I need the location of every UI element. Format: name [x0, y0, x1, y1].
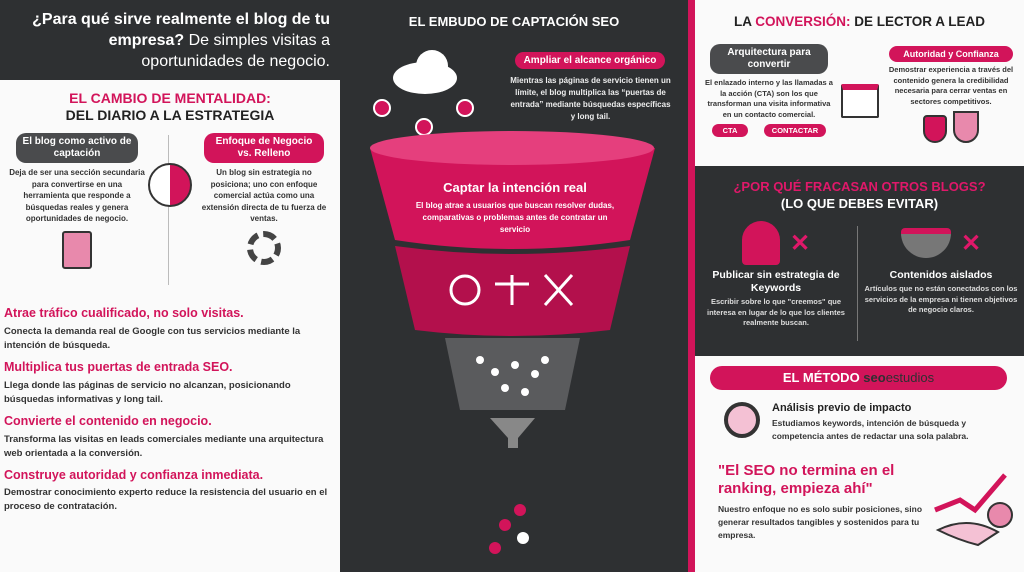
- benefit-item: Atrae tráfico cualificado, no solo visit…: [4, 306, 338, 353]
- quote: "El SEO no termina en el ranking, empiez…: [718, 462, 895, 497]
- benefit-text: Conecta la demanda real de Google con tu…: [4, 326, 301, 351]
- fail-line2: (LO QUE DEBES EVITAR): [780, 196, 939, 211]
- brain-icon: [148, 163, 192, 207]
- shield-check-icon: [923, 115, 947, 143]
- funnel-graphic: [370, 50, 655, 554]
- divider: [168, 135, 169, 285]
- fail-line1: ¿POR QUÉ FRACASAN OTROS BLOGS?: [733, 179, 986, 194]
- card-asset: El blog como activo de captación Deja de…: [8, 133, 146, 269]
- lead-dots: [489, 504, 529, 554]
- title-question: ¿Para qué sirve realmente el blog de tu …: [32, 11, 330, 49]
- analysis-row: Análisis previo de impacto Estudiamos ke…: [724, 402, 1014, 443]
- reach-text: Mientras las páginas de servicio tienen …: [510, 76, 671, 121]
- fail-item: ✕ Publicar sin estrategia de Keywords Es…: [699, 220, 853, 329]
- benefit-title: Convierte el contenido en negocio.: [4, 414, 212, 428]
- funnel-bottom: [445, 338, 580, 410]
- auth-icons: [923, 111, 979, 143]
- accent-strip: [688, 0, 695, 572]
- quote-text: Nuestro enfoque no es solo subir posicio…: [718, 504, 923, 540]
- arch-block: Arquitectura para convertir El enlazado …: [704, 44, 834, 137]
- contact-button[interactable]: CONTACTAR: [764, 124, 826, 137]
- benefits-list: Atrae tráfico cualificado, no solo visit…: [4, 306, 338, 514]
- card-label-asset: El blog como activo de captación: [16, 133, 138, 163]
- fail-panel: ¿POR QUÉ FRACASAN OTROS BLOGS? (LO QUE D…: [695, 166, 1024, 356]
- reach-label: Ampliar el alcance orgánico: [515, 52, 665, 69]
- fail-item-text: Artículos que no están conectados con lo…: [864, 284, 1018, 314]
- gear-growth-icon: [247, 230, 281, 265]
- intent-text: El blog atrae a usuarios que buscan reso…: [415, 201, 615, 234]
- analysis-block: Análisis previo de impacto Estudiamos ke…: [772, 402, 1014, 443]
- method-banner: EL MÉTODO seoestudios: [710, 366, 1007, 390]
- fail-item-title: Publicar sin estrategia de Keywords: [712, 269, 840, 294]
- funnel-title: EL EMBUDO DE CAPTACIÓN SEO: [408, 14, 620, 29]
- fail-item-text: Escribir sobre lo que "creemos" que inte…: [707, 297, 845, 327]
- fail-item-icons: ✕: [900, 220, 982, 266]
- benefit-item: Construye autoridad y confianza inmediat…: [4, 468, 338, 514]
- benefit-title: Atrae tráfico cualificado, no solo visit…: [4, 306, 244, 320]
- intent-title: Captar la intención real: [443, 180, 587, 195]
- quote-block: "El SEO no termina en el ranking, empiez…: [718, 462, 926, 542]
- notebook-lock-icon: [62, 230, 92, 269]
- benefit-item: Multiplica tus puertas de entrada SEO. Ll…: [4, 360, 338, 407]
- funnel-panel: EL EMBUDO DE CAPTACIÓN SEO Ampliar el al…: [340, 0, 688, 572]
- fail-item: ✕ Contenidos aislados Artículos que no e…: [862, 220, 1020, 316]
- cta-button[interactable]: CTA: [712, 124, 748, 137]
- fail-item-icons: ✕: [741, 220, 811, 266]
- auth-text: Demostrar experiencia a través del conte…: [888, 65, 1014, 106]
- card-label-business: Enfoque de Negocio vs. Relleno: [204, 133, 324, 163]
- handshake-money-icon: [934, 473, 1013, 547]
- arch-label: Arquitectura para convertir: [710, 44, 828, 74]
- funnel-top: [370, 134, 655, 249]
- main-title: ¿Para qué sirve realmente el blog de tu …: [10, 9, 330, 72]
- brand-logo: seo: [863, 370, 886, 385]
- divider: [857, 226, 858, 341]
- benefit-text: Transforma las visitas en leads comercia…: [4, 434, 324, 459]
- mindset-heading: EL CAMBIO DE MENTALIDAD: DEL DIARIO A LA…: [0, 90, 340, 124]
- form-window-icon: [841, 84, 879, 118]
- left-header: ¿Para qué sirve realmente el blog de tu …: [0, 0, 340, 80]
- benefit-title: Multiplica tus puertas de entrada SEO.: [4, 360, 233, 374]
- floating-islands-icon: [900, 228, 951, 258]
- fail-heading: ¿POR QUÉ FRACASAN OTROS BLOGS? (LO QUE D…: [695, 178, 1024, 212]
- arch-buttons: CTA CONTACTAR: [712, 124, 826, 137]
- magnifier-brain-icon: [724, 402, 760, 438]
- trophy-icon: [953, 111, 979, 143]
- fail-item-title: Contenidos aislados: [889, 269, 993, 281]
- card-text-business: Un blog sin estrategia no posiciona; uno…: [201, 168, 327, 223]
- cloud-search-icon: [373, 50, 474, 136]
- arch-text: El enlazado interno y las llamadas a la …: [705, 78, 833, 119]
- benefit-text: Demostrar conocimiento experto reduce la…: [4, 487, 328, 512]
- benefit-item: Convierte el contenido en negocio. Transf…: [4, 414, 338, 461]
- benefit-title: Construye autoridad y confianza inmediat…: [4, 468, 264, 482]
- question-icon: [449, 274, 481, 306]
- tools-icon: [543, 273, 574, 307]
- filter-icon: [490, 418, 535, 448]
- analysis-title: Análisis previo de impacto: [772, 402, 912, 414]
- mindset-line1: EL CAMBIO DE MENTALIDAD:: [69, 90, 271, 106]
- scales-icon: [495, 275, 529, 305]
- card-business: Enfoque de Negocio vs. Relleno Un blog s…: [198, 133, 330, 265]
- analysis-text: Estudiamos keywords, intención de búsque…: [772, 418, 969, 441]
- title-rest: De simples visitas a oportunidades de ne…: [141, 32, 330, 70]
- x-icon: ✕: [960, 229, 982, 257]
- blindfolded-writer-icon: [741, 221, 780, 265]
- benefit-text: Llega donde las páginas de servicio no a…: [4, 380, 291, 405]
- conversion-title: LA CONVERSIÓN: DE LECTOR A LEAD: [733, 14, 986, 29]
- auth-block: Autoridad y Confianza Demostrar experien…: [886, 46, 1016, 143]
- auth-label: Autoridad y Confianza: [889, 46, 1013, 62]
- card-text-asset: Deja de ser una sección secundaria para …: [9, 168, 145, 223]
- x-icon: ✕: [789, 229, 811, 257]
- mindset-line2: DEL DIARIO A LA ESTRATEGIA: [65, 107, 275, 123]
